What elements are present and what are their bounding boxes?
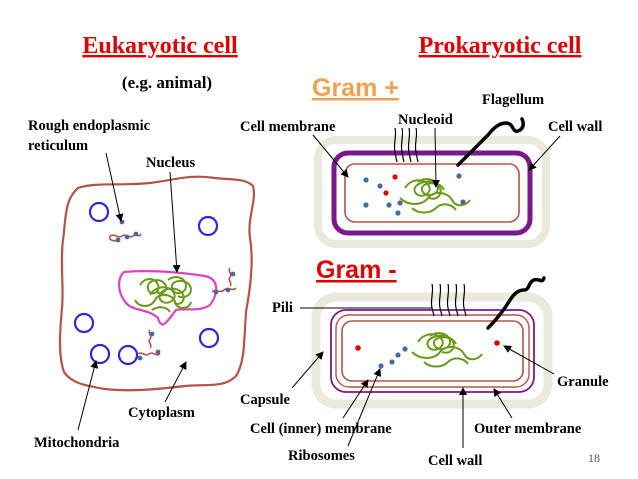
ribosome [363, 202, 369, 208]
cell-membrane-label: Cell membrane [240, 119, 336, 135]
cell-wall-label-positive: Cell wall [548, 119, 602, 135]
rough-er-pointer [105, 152, 124, 222]
cell-inner-membrane-pointer [342, 379, 369, 419]
chromatin-dna [134, 276, 192, 313]
granule-label: Granule [557, 374, 609, 390]
gram-positive-title: Gram + [312, 74, 399, 102]
nucleus-label: Nucleus [146, 155, 196, 171]
eukaryotic-title: Eukaryotic cell [82, 33, 238, 59]
flagellum [486, 276, 546, 330]
nucleoid-dna [411, 332, 483, 368]
rough-er-strand-top [108, 219, 142, 243]
capsule-label: Capsule [240, 392, 291, 408]
ribosome [377, 183, 383, 189]
ribosome [460, 199, 466, 205]
mitochondrion [89, 343, 111, 365]
nucleoid-dna [399, 178, 471, 214]
cell-membrane [344, 163, 520, 223]
ribosome [456, 173, 462, 179]
cytoplasm-pointer [164, 361, 187, 403]
ribosome [389, 359, 395, 365]
nucleus-pointer [169, 171, 181, 273]
ribosome [402, 346, 408, 352]
cell-wall-pointer-positive [528, 135, 561, 171]
ribosome [378, 363, 384, 369]
cell-inner-membrane-label: Cell (inner) membrane [250, 421, 392, 437]
mitochondrion [117, 344, 139, 366]
eukaryotic-cell [58, 175, 255, 392]
pili-label: Pili [272, 300, 293, 316]
granule-pointer [503, 345, 555, 375]
ribosomes-pointer [347, 368, 382, 447]
ribosome [397, 200, 403, 206]
ribosome [395, 210, 401, 216]
capsule-pointer [291, 351, 324, 389]
mitochondria-pointer [77, 360, 99, 431]
rough-er-strand-bottom [137, 329, 161, 361]
granule [494, 340, 500, 346]
outer-membrane-pointer [493, 388, 513, 419]
ribosome [386, 202, 392, 208]
cell-membrane-pointer [312, 134, 349, 178]
prokaryotic-title: Prokaryotic cell [419, 33, 582, 59]
rough-er-strand-right [211, 267, 237, 295]
nucleus-envelope [118, 270, 218, 326]
gram-negative-cell [311, 276, 553, 409]
flagellum [456, 117, 525, 167]
inner-membrane [341, 320, 524, 382]
mitochondrion [88, 201, 110, 223]
page-number: 18 [588, 451, 600, 465]
mitochondrion [197, 215, 219, 237]
gram-positive-cell [314, 117, 550, 248]
outer-membrane-label: Outer membrane [474, 421, 582, 437]
ribosome [395, 352, 401, 358]
mitochondria-label: Mitochondria [34, 435, 120, 451]
flagellum-label: Flagellum [482, 92, 544, 108]
rough-er-label: Rough endoplasmic [28, 118, 151, 134]
mitochondrion [73, 312, 95, 334]
pili-gram-positive [393, 127, 419, 163]
eukaryotic-example: (e.g. animal) [122, 73, 212, 92]
ribosome [363, 177, 369, 183]
mitochondrion [198, 327, 220, 349]
gram-negative-title: Gram - [316, 256, 397, 284]
nucleoid-label: Nucleoid [398, 112, 453, 128]
granule [392, 174, 398, 180]
rough-er-label-line2: reticulum [28, 138, 88, 154]
cytoplasm-label: Cytoplasm [128, 405, 195, 421]
cell-wall-label-negative: Cell wall [428, 453, 482, 469]
granule [383, 190, 389, 196]
nucleoid-pointer [431, 127, 440, 188]
ribosomes-label: Ribosomes [288, 448, 355, 464]
granule [355, 345, 361, 351]
